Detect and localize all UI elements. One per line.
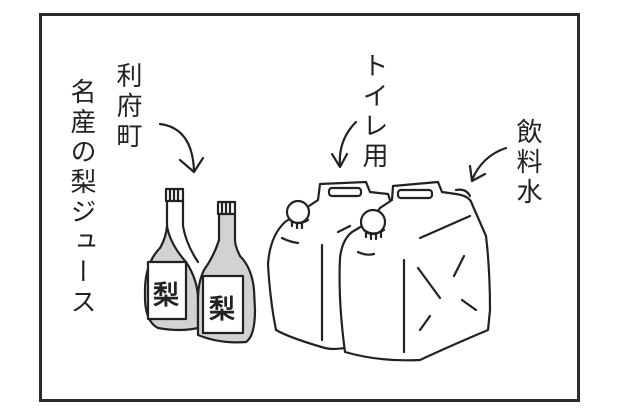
pear-juice-bottle-2 <box>196 200 257 344</box>
arrow-to-toilet-can <box>330 120 358 169</box>
caption-product: 名産の梨ジュース <box>66 78 96 318</box>
drinking-water-can <box>338 180 492 362</box>
caption-town: 利府町 <box>112 62 142 152</box>
comic-panel-frame <box>39 13 580 402</box>
arrow-to-drinking-can <box>468 146 508 183</box>
arrow-to-bottles <box>158 122 205 174</box>
bottle-label-1: 梨 <box>153 281 180 311</box>
pear-juice-bottle-1 <box>143 187 200 332</box>
caption-drinking-water: 飲料水 <box>512 118 542 208</box>
caption-toilet-use: トイレ用 <box>358 52 388 172</box>
bottle-label-2: 梨 <box>209 295 236 325</box>
